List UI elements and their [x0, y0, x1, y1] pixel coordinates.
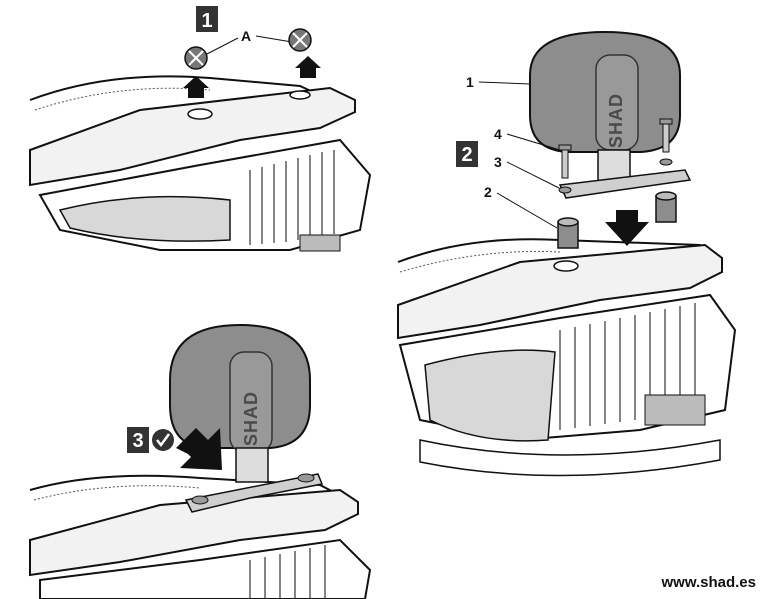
leader-part-3: [506, 161, 560, 189]
tail-body-3: [39, 538, 372, 599]
leader-part-4: [506, 133, 561, 151]
tail-stripes-1: [249, 150, 335, 245]
lower-fairing-2: [419, 439, 721, 477]
step-2-number: 2: [461, 144, 472, 166]
label-a: A: [241, 28, 251, 44]
step-1-number: 1: [201, 10, 212, 32]
seat-3: [29, 474, 346, 499]
seat-stitch-1: [34, 87, 211, 111]
label-part-1: 1: [466, 74, 474, 90]
crossed-cap-icon: [288, 28, 312, 52]
rack-hole-left-1: [187, 108, 213, 120]
backrest-post-3: [235, 447, 269, 483]
up-arrow-icon: [295, 56, 321, 78]
washer-right: [659, 158, 673, 166]
seat-stitch-2: [399, 250, 561, 273]
rack-plate-2: [397, 243, 723, 340]
label-part-4: 4: [494, 126, 502, 142]
push-arrow-icon-body: [176, 428, 222, 470]
rack-plate-1: [29, 86, 356, 187]
seat-1: [29, 75, 331, 101]
bolt-right: [659, 118, 673, 153]
bolt-head-right-3: [297, 473, 315, 483]
rack-hole-right-1: [289, 90, 311, 100]
leader-a-right: [255, 35, 293, 43]
tail-lens-1: [58, 195, 231, 242]
grille-2: [644, 394, 706, 426]
up-arrow-icon: [183, 76, 209, 98]
tail-lens-2: [424, 349, 556, 442]
website-url: www.shad.es: [661, 574, 756, 591]
step-2-badge: [456, 141, 478, 167]
step-1-badge: [196, 6, 218, 32]
panel-step-1: 1 A: [29, 6, 372, 252]
grille-1: [299, 234, 341, 252]
bolt-left: [558, 144, 572, 179]
crossed-cap-icon: [184, 46, 208, 70]
label-part-2: 2: [484, 184, 492, 200]
panel-step-3: SHAD 3: [29, 323, 372, 599]
rack-hole-left-2: [553, 260, 579, 272]
down-arrow-icon: [605, 210, 649, 246]
panel-step-2: SHAD 2 1 4 3: [397, 30, 737, 477]
bolt-head-left-3: [191, 495, 209, 505]
backrest-logo-upper: SHAD: [606, 93, 626, 148]
tail-stripes-3: [249, 545, 326, 599]
leader-a-left: [204, 37, 239, 56]
step-3-number: 3: [132, 430, 143, 452]
label-part-3: 3: [494, 154, 502, 170]
leader-part-1: [478, 81, 531, 85]
checkmark-icon: [152, 429, 174, 451]
backrest-bracket-3: [184, 473, 324, 513]
leader-part-2: [496, 192, 558, 229]
spacer-left: [557, 217, 579, 249]
backrest-bracket-2: [558, 169, 692, 199]
spacer-right: [655, 191, 677, 223]
seat-stitch-3: [33, 485, 201, 501]
backrest-logo-lower: SHAD: [241, 391, 261, 446]
step-3-badge: [127, 427, 149, 453]
washer-left: [558, 186, 572, 194]
